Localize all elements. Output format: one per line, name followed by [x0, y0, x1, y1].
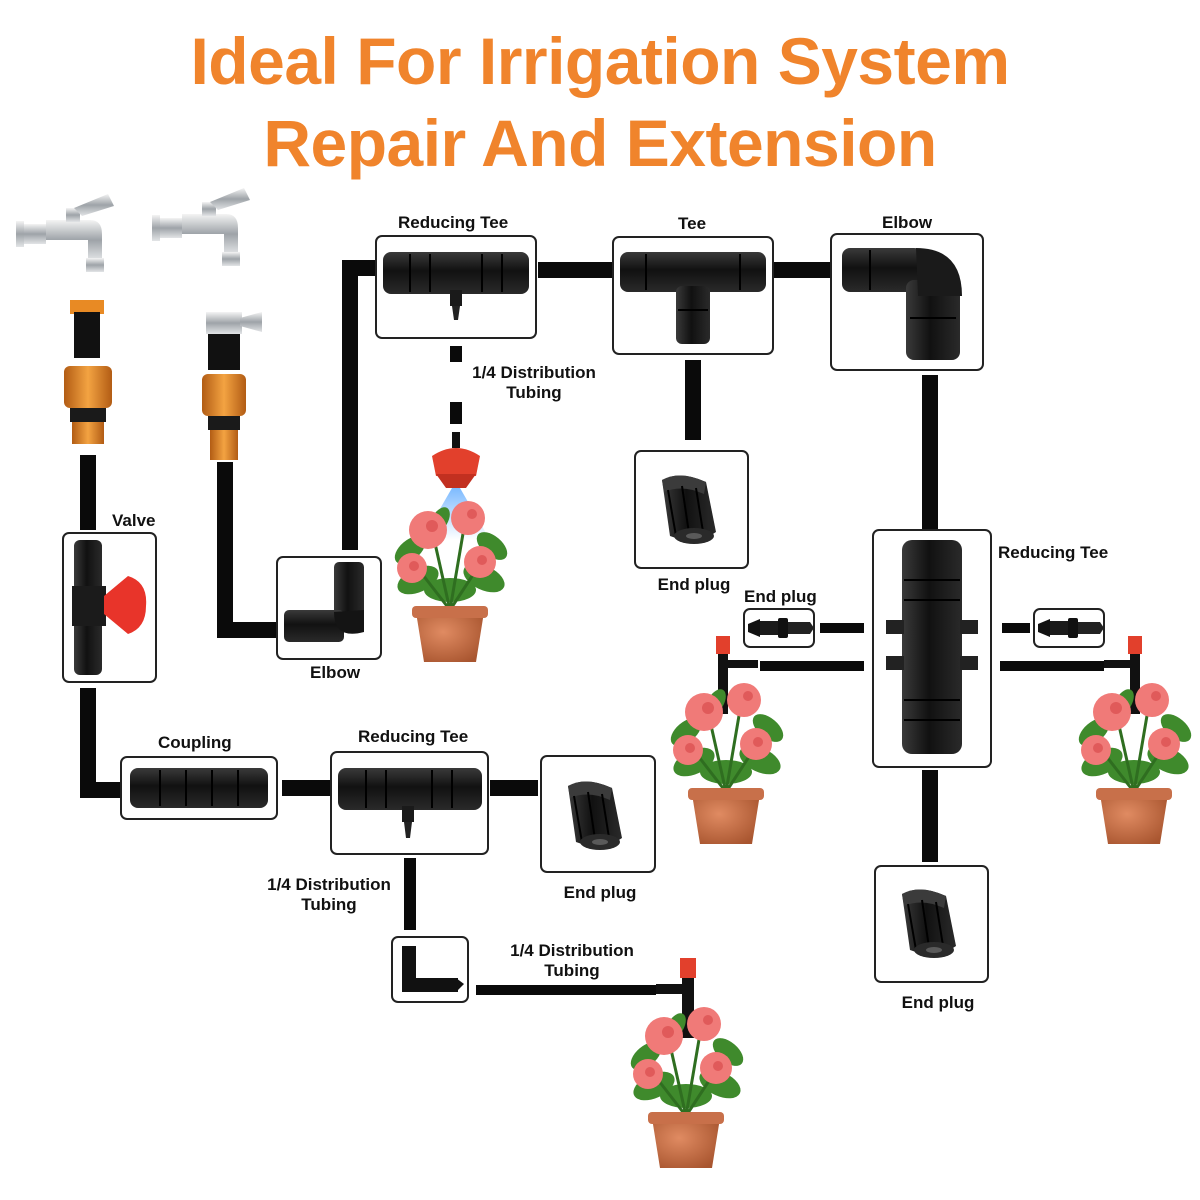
faucet-icon-right — [152, 188, 250, 266]
stake-dripper-icon-right — [1104, 636, 1142, 714]
label-tubing-1: Tubing — [506, 383, 561, 402]
valve-box — [62, 532, 157, 683]
end-plug-box-bottom — [540, 755, 656, 873]
barb-plug-box-right — [1033, 608, 1105, 648]
label-valve: Valve — [112, 511, 156, 530]
hose-adapter-icon-right — [202, 312, 262, 460]
tube-adapter-elbow — [217, 462, 278, 638]
tubing — [80, 260, 1104, 995]
elbow-box-low — [276, 556, 382, 660]
label-coupling: Coupling — [158, 733, 232, 752]
label-distribution-1: 1/4 Distribution — [472, 363, 596, 382]
label-end-plug-bottom: End plug — [564, 883, 637, 902]
label-tubing-2: Tubing — [301, 895, 356, 914]
valve-handle-icon — [104, 576, 147, 634]
label-distribution-2: 1/4 Distribution — [267, 875, 391, 894]
label-reducing-tee-bottom: Reducing Tee — [358, 727, 468, 746]
hose-adapter-icon-left — [64, 300, 112, 444]
label-end-plug-mid: End plug — [658, 575, 731, 594]
label-reducing-tee-right: Reducing Tee — [998, 543, 1108, 562]
reducing-tee-box-bottom — [330, 751, 489, 855]
label-end-plug-small: End plug — [744, 587, 817, 606]
elbow-box-top — [830, 233, 984, 371]
label-reducing-tee-top: Reducing Tee — [398, 213, 508, 232]
label-tubing-3: Tubing — [544, 961, 599, 980]
reducing-tee-box-top — [375, 235, 537, 339]
reducing-tee-box-right — [872, 529, 992, 768]
label-end-plug-right: End plug — [902, 993, 975, 1012]
faucet-icon-left — [16, 194, 114, 272]
title-line-2: Repair And Extension — [263, 106, 937, 180]
end-plug-box-right — [874, 865, 989, 983]
label-distribution-3: 1/4 Distribution — [510, 941, 634, 960]
label-elbow-top: Elbow — [882, 213, 933, 232]
end-plug-box-mid — [634, 450, 749, 569]
label-tee: Tee — [678, 214, 706, 233]
stake-dripper-icon-left — [716, 636, 758, 714]
barb-plug-box-left — [743, 608, 815, 648]
coupling-box — [120, 756, 278, 820]
tee-box — [612, 236, 774, 355]
label-elbow-low: Elbow — [310, 663, 361, 682]
tube-valve-coupling — [80, 688, 125, 798]
barbed-elbow-box — [391, 936, 469, 1003]
tube-elbow-reducing-tee — [342, 260, 378, 550]
title-line-1: Ideal For Irrigation System — [190, 24, 1010, 98]
